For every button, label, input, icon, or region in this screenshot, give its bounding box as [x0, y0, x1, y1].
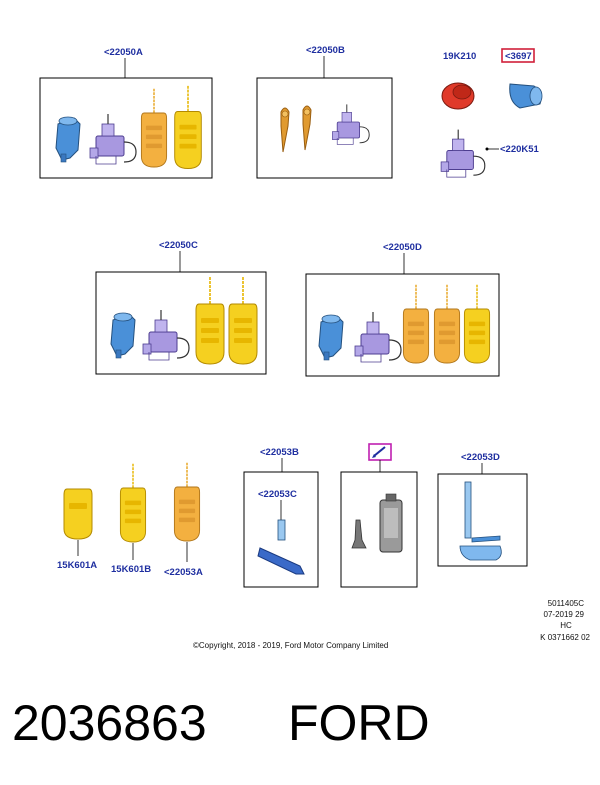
- part-15k601a: 15K601A: [57, 488, 97, 571]
- callout-22053a: <22053A: [164, 567, 203, 578]
- callout-220k51: <220K51: [500, 144, 540, 155]
- kit-22053d: <22053D: [437, 452, 528, 567]
- part-number: 2036863: [12, 695, 207, 751]
- copyright: ©Copyright, 2018 - 2019, Ford Motor Comp…: [193, 641, 388, 650]
- drawing-ref-line-1: 5011405C: [548, 599, 585, 608]
- part-19k210: 19K210: [441, 51, 476, 110]
- kit-22053b: <22053B <22053C: [243, 447, 319, 588]
- callout-22050d: <22050D: [383, 242, 422, 253]
- kit-22050a: <22050A: [39, 47, 213, 179]
- callout-22053d: <22053D: [461, 452, 500, 463]
- callout-22053b: <22053B: [260, 447, 299, 458]
- part-220k51: <220K51: [440, 129, 540, 178]
- kit-lubricant: [340, 443, 418, 588]
- drawing-ref-line-4: K 0371662 02: [540, 633, 590, 642]
- pencil-icon: [372, 446, 386, 458]
- brand: FORD: [288, 695, 430, 751]
- callout-22050c: <22050C: [159, 240, 198, 251]
- drawing-ref-line-3: HC: [560, 621, 572, 630]
- highlight-box-3697: [501, 48, 535, 63]
- part-22053a: <22053A: [164, 461, 203, 578]
- part-3697: <3697: [501, 48, 543, 109]
- part-15k601b: 15K601B: [111, 462, 151, 575]
- kit-22050d: <22050D: [305, 242, 500, 377]
- callout-15k601a: 15K601A: [57, 560, 97, 571]
- callout-22050a: <22050A: [104, 47, 143, 58]
- callout-19k210: 19K210: [443, 51, 476, 62]
- callout-22050b: <22050B: [306, 45, 345, 56]
- drawing-ref-line-2: 07-2019 29: [544, 610, 585, 619]
- kit-22050b: <22050B: [256, 45, 393, 179]
- callout-3697: <3697: [505, 51, 532, 62]
- callout-22053c: <22053C: [258, 489, 297, 500]
- drawing-reference: 5011405C 07-2019 29 HC K 0371662 02: [540, 599, 590, 642]
- kit-22050c: <22050C: [95, 240, 267, 375]
- callout-15k601b: 15K601B: [111, 564, 151, 575]
